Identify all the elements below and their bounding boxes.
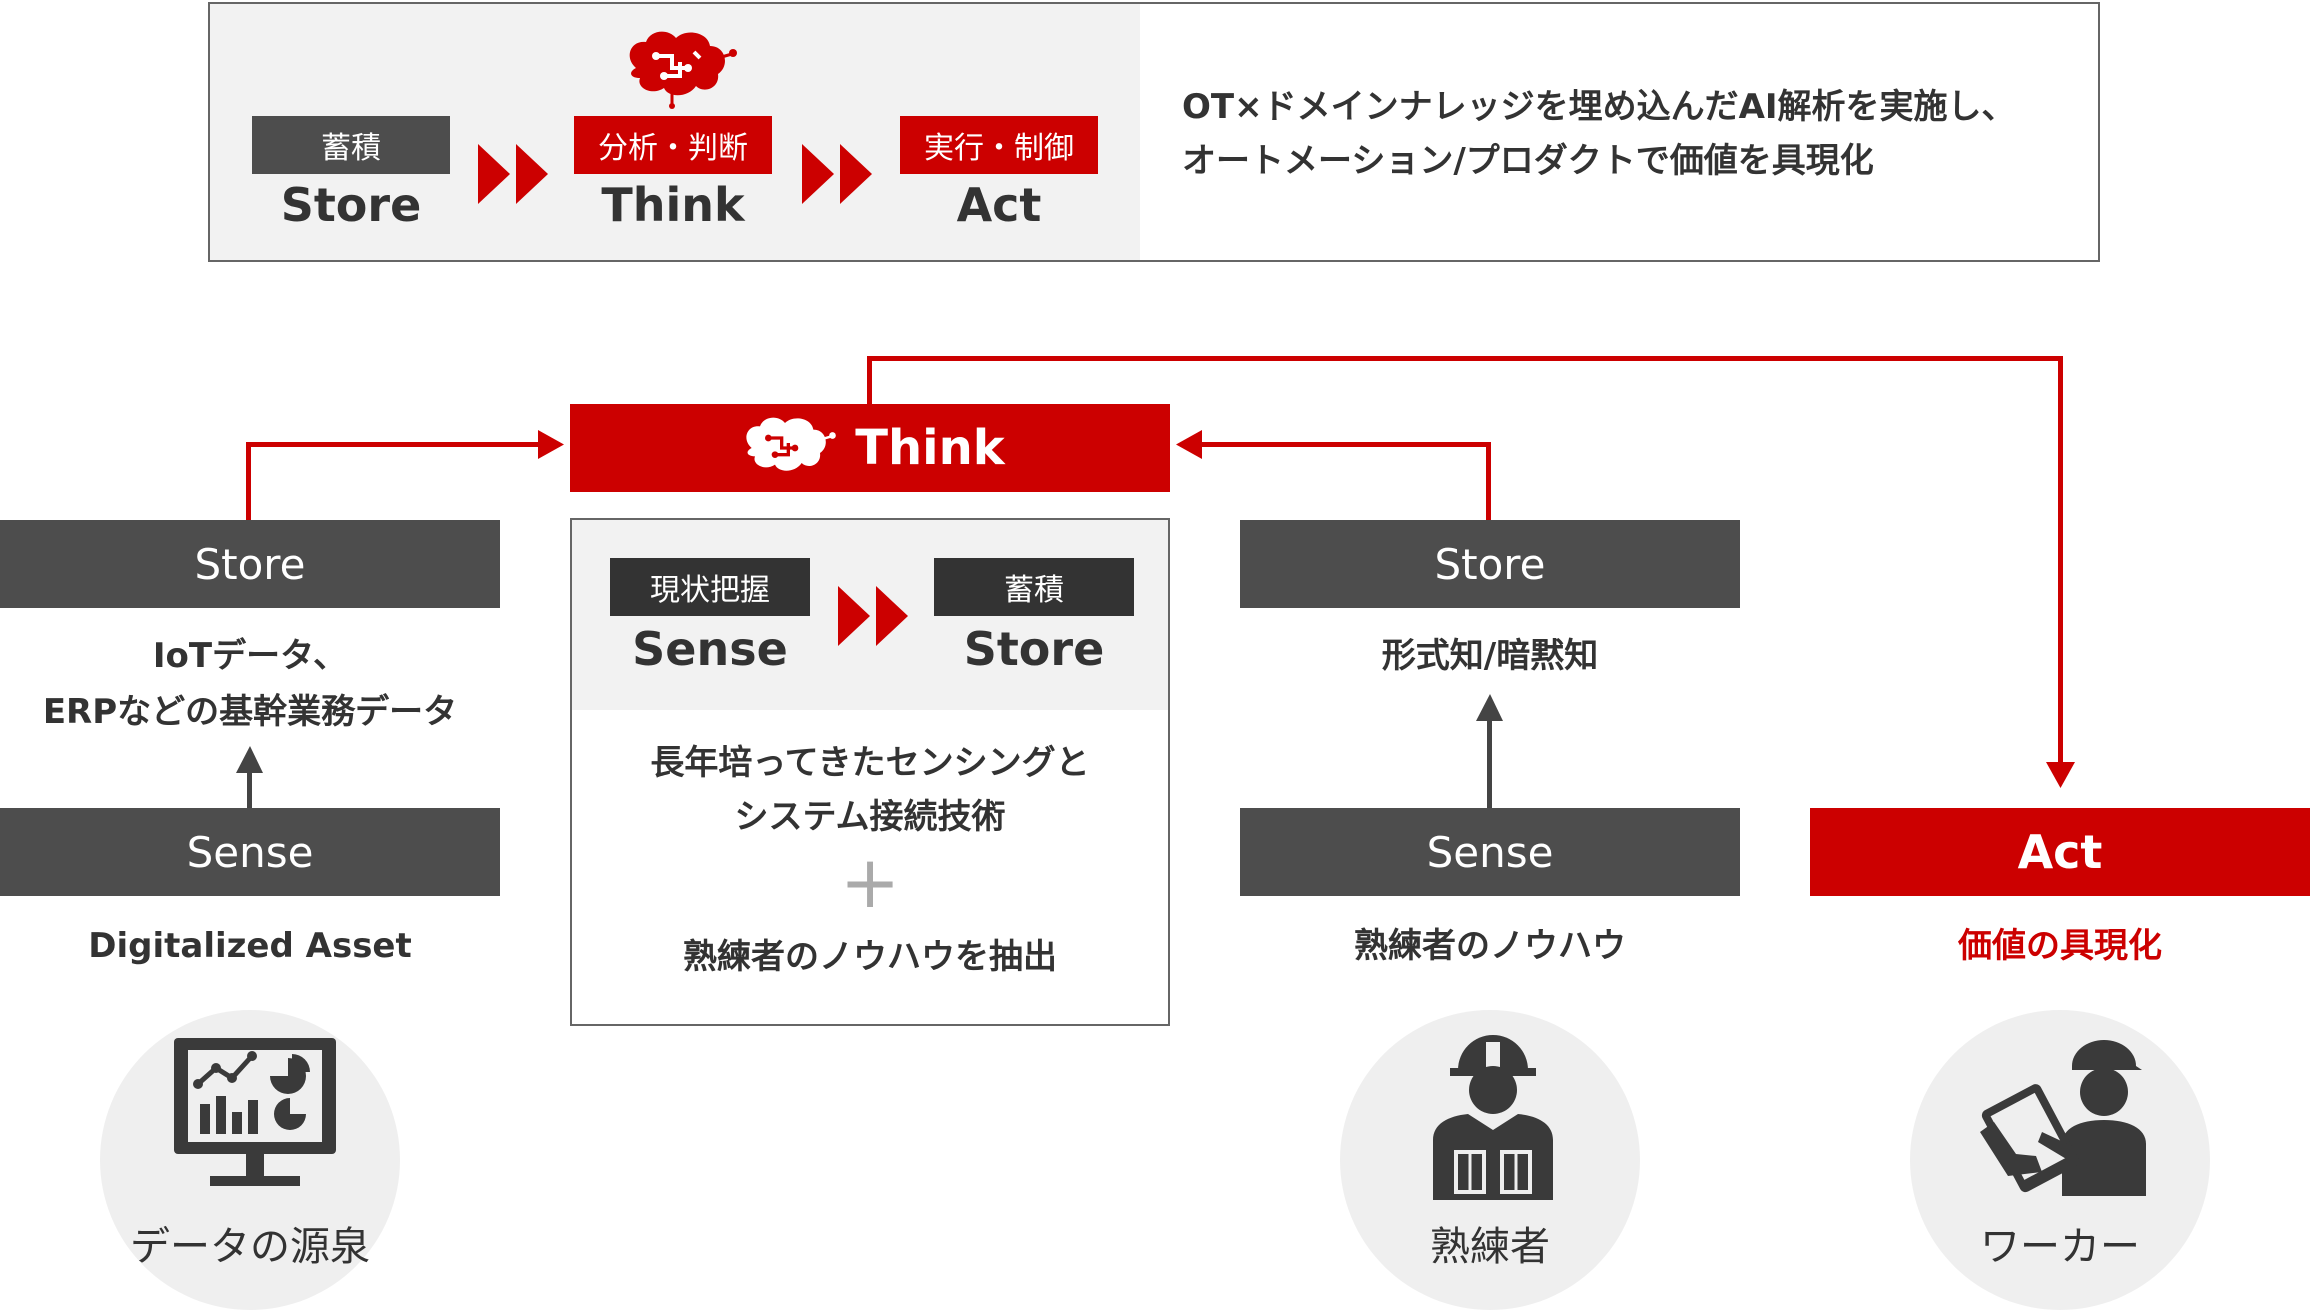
- act-description: 価値の具現化: [1958, 926, 2162, 966]
- left-up-arrow-shaft: [247, 770, 252, 808]
- left-store-label: Store: [194, 539, 306, 589]
- middle-store-description: 形式知/暗黙知: [1381, 636, 1599, 676]
- left-store-description-line-1: IoTデータ、: [152, 636, 348, 676]
- top-step-think-en: Think: [601, 178, 745, 232]
- middle-up-arrow-shaft: [1487, 718, 1492, 808]
- left-circle-label: データの源泉: [130, 1224, 370, 1270]
- top-description: OT×ドメインナレッジを埋め込んだAI解析を実施し、 オートメーション/プロダク…: [1182, 80, 2082, 188]
- think-sense-tag: 現状把握: [610, 558, 810, 616]
- connector-left-vertical: [246, 442, 251, 520]
- think-description-1-line-1: 長年培ってきたセンシングと: [650, 743, 1090, 783]
- connector-left-horizontal: [246, 442, 546, 447]
- arrow-head-down-icon: [2046, 762, 2075, 788]
- top-step-act-tag: 実行・制御: [900, 116, 1098, 174]
- top-step-store-jp: 蓄積: [321, 131, 381, 166]
- brain-icon: [629, 31, 737, 109]
- left-sense-description: Digitalized Asset: [88, 926, 412, 966]
- double-arrow-icon: [838, 586, 908, 646]
- arrow-head-left-icon: [1176, 430, 1202, 459]
- connector-act-top: [867, 356, 2063, 361]
- middle-circle-label: 熟練者: [1430, 1224, 1550, 1270]
- top-step-store-tag: 蓄積: [252, 116, 450, 174]
- top-step-act-en: Act: [956, 178, 1042, 232]
- brain-icon: [746, 417, 837, 471]
- double-arrow-icon: [478, 144, 548, 204]
- think-header: Think: [570, 404, 1170, 492]
- think-description-1-line-2: システム接続技術: [734, 797, 1006, 837]
- act-label: Act: [2017, 825, 2103, 879]
- think-box: 現状把握 Sense 蓄積 Store 長年培ってきたセンシングと システム接続…: [570, 518, 1170, 1026]
- left-circle: データの源泉: [100, 1010, 400, 1310]
- middle-sense-description: 熟練者のノウハウ: [1354, 926, 1626, 966]
- connector-act-down: [2058, 356, 2063, 766]
- arrow-head-right-icon: [538, 430, 564, 459]
- top-description-line-2: オートメーション/プロダクトで価値を具現化: [1182, 141, 1874, 181]
- tablet-worker-icon: [1980, 1040, 2146, 1196]
- connector-right-horizontal: [1196, 442, 1491, 447]
- think-store-en: Store: [963, 622, 1105, 676]
- act-bar: Act: [1810, 808, 2310, 896]
- left-sense-label: Sense: [186, 827, 314, 877]
- hardhat-worker-icon: [1433, 1035, 1553, 1200]
- left-store-description-line-2: ERPなどの基幹業務データ: [42, 692, 458, 732]
- think-header-label: Think: [855, 420, 1005, 476]
- think-store-jp: 蓄積: [1004, 573, 1064, 608]
- think-description-2: 熟練者のノウハウを抽出: [683, 937, 1057, 977]
- top-step-think-tag: 分析・判断: [574, 116, 772, 174]
- think-description-1: 長年培ってきたセンシングと システム接続技術: [572, 736, 1168, 844]
- think-store-tag: 蓄積: [934, 558, 1134, 616]
- top-panel: 蓄積 Store 分析・判断 Think 実行・制御 Act OT×ドメインナレ…: [208, 2, 2100, 262]
- middle-circle: 熟練者: [1340, 1010, 1640, 1310]
- middle-sense-label: Sense: [1426, 827, 1554, 877]
- act-circle-label: ワーカー: [1980, 1224, 2140, 1270]
- middle-sense-bar: Sense: [1240, 808, 1740, 896]
- top-step-store-en: Store: [280, 178, 422, 232]
- arrow-head-up-icon: [1476, 694, 1503, 721]
- act-circle: ワーカー: [1910, 1010, 2210, 1310]
- top-step-act-jp: 実行・制御: [924, 131, 1074, 166]
- connector-act-up: [867, 356, 872, 404]
- plus-icon: +: [839, 840, 901, 924]
- left-sense-bar: Sense: [0, 808, 500, 896]
- arrow-head-up-icon: [236, 746, 263, 773]
- think-sense-jp: 現状把握: [650, 573, 770, 608]
- top-description-line-1: OT×ドメインナレッジを埋め込んだAI解析を実施し、: [1182, 87, 2016, 127]
- connector-right-vertical: [1486, 442, 1491, 520]
- think-sense-en: Sense: [632, 622, 788, 676]
- left-store-description: IoTデータ、 ERPなどの基幹業務データ: [0, 628, 500, 740]
- double-arrow-icon: [802, 144, 872, 204]
- middle-store-label: Store: [1434, 539, 1546, 589]
- middle-store-bar: Store: [1240, 520, 1740, 608]
- top-step-think-jp: 分析・判断: [598, 131, 748, 166]
- left-store-bar: Store: [0, 520, 500, 608]
- monitor-chart-icon: [174, 1038, 336, 1186]
